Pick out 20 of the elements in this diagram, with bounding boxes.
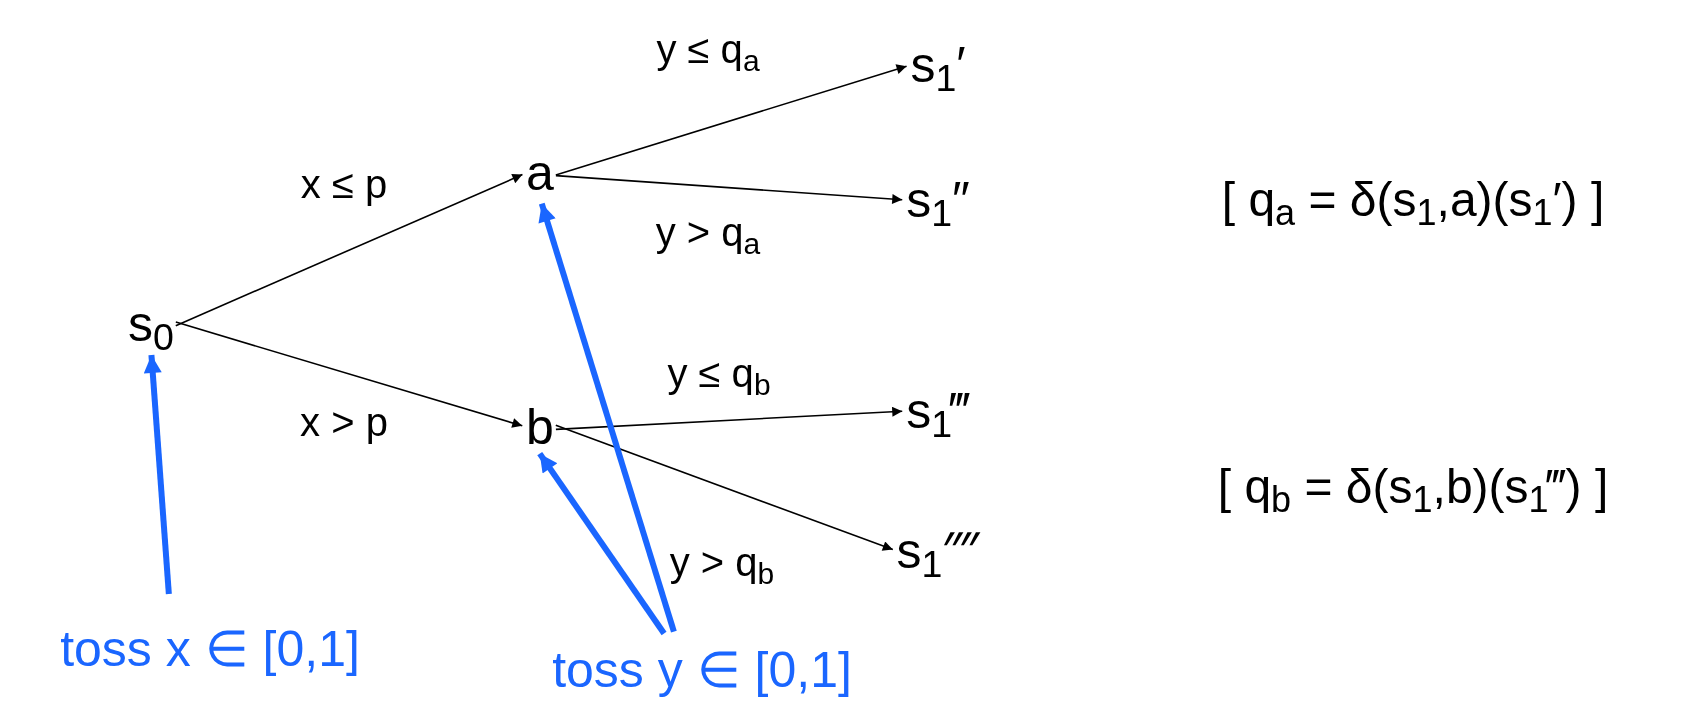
arrow	[555, 64, 908, 176]
node-label: s$_{1}$‴	[906, 386, 970, 436]
formula-text: [ q$_{b}$ = δ(s$_{1}$,b)(s$_{1}$‴) ]	[1217, 463, 1609, 511]
node-label: s$_{1}$″	[906, 175, 970, 225]
node-label: toss x ∈ [0,1]	[60, 624, 360, 674]
node-label: a	[526, 148, 554, 198]
arrow	[555, 424, 894, 551]
arrow	[538, 202, 677, 633]
arrow	[537, 451, 667, 636]
node-label: s$_{0}$	[128, 299, 174, 349]
arrow	[175, 321, 524, 428]
arrow	[555, 174, 904, 204]
node-label: s$_{1}$⁗	[896, 526, 980, 576]
node-label: b	[526, 402, 554, 452]
formula-text: [ q$_{a}$ = δ(s$_{1}$,a)(s$_{1}$′) ]	[1221, 176, 1605, 224]
node-label: toss y ∈ [0,1]	[552, 645, 852, 695]
arrow	[143, 354, 172, 595]
arrow	[555, 406, 903, 431]
arrow	[174, 173, 524, 327]
node-label: s$_{1}$′	[910, 40, 966, 90]
